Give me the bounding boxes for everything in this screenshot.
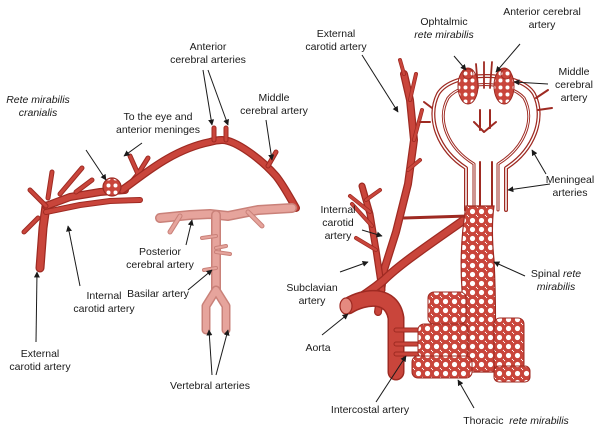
right-arteries [339,58,553,381]
label-subclavian: Subclavian artery [286,282,337,308]
label-right-internal-carotid-line1: Internal [320,204,356,216]
label-left-anterior-cerebral-line2: cerebral arteries [170,54,246,66]
label-spinal-rete-line2: mirabilis [536,281,576,293]
label-aorta: Aorta [305,342,331,354]
label-eye-meninges-line2: anterior meninges [115,124,201,136]
label-spinal-word: Spinal [530,268,561,280]
label-meningeal: Meningeal arteries [546,174,594,200]
label-right-anterior-cerebral-line1: Anterior cerebral [503,6,581,18]
label-spinal-rete-word: rete [563,268,582,280]
ophthalmic-rete-clusters [457,67,515,105]
label-thoracic-rete: Thoracic rete mirabilis [463,415,569,428]
label-eye-meninges: To the eye and anterior meninges [116,111,200,137]
label-left-anterior-cerebral-line1: Anterior [189,41,227,53]
pointer-arrows [33,43,551,409]
label-ophthalmic-line1: Ophtalmic [420,16,468,28]
label-left-anterior-cerebral: Anterior cerebral arteries [170,41,246,67]
label-right-anterior-cerebral: Anterior cerebral artery [503,6,581,32]
label-rete-cranialis-line1: Rete mirabilis [6,94,70,106]
label-left-internal-carotid-line2: carotid artery [73,303,135,315]
label-posterior-cerebral-line1: Posterior [138,246,182,258]
label-right-external-carotid-line2: carotid artery [305,41,367,53]
label-right-external-carotid-line1: External [316,28,356,40]
spinal-rete-column [460,205,497,373]
label-subclavian-line2: artery [298,295,326,307]
label-meningeal-line2: arteries [552,187,588,199]
label-rete-cranialis: Rete mirabilis cranialis [6,94,70,120]
label-posterior-cerebral-line2: cerebral artery [126,259,194,271]
label-left-external-carotid: External carotid artery [9,348,70,374]
label-left-internal-carotid-line1: Internal [86,290,122,302]
label-right-middle-cerebral: Middle cerebral artery [555,66,593,105]
label-spinal-rete-line1: Spinal rete [531,268,581,281]
label-thoracic-rete-words: rete mirabilis [509,415,569,427]
label-ophthalmic-line2: rete mirabilis [414,29,474,41]
label-left-middle-cerebral-line2: cerebral artery [240,105,308,117]
label-meningeal-line1: Meningeal [545,174,595,186]
label-subclavian-line1: Subclavian [286,282,338,294]
label-right-middle-cerebral-line3: artery [560,92,588,104]
label-right-external-carotid: External carotid artery [305,28,366,54]
label-right-internal-carotid: Internal carotid artery [320,204,355,243]
label-left-external-carotid-line1: External [20,348,60,360]
label-spinal-rete: Spinal rete mirabilis [531,268,581,294]
label-right-middle-cerebral-line1: Middle [558,66,590,78]
label-left-middle-cerebral: Middle cerebral artery [240,92,308,118]
label-basilar: Basilar artery [127,288,189,300]
label-right-internal-carotid-line3: artery [324,230,352,242]
label-right-middle-cerebral-line2: cerebral [555,79,593,91]
label-left-internal-carotid: Internal carotid artery [73,290,134,316]
label-posterior-cerebral: Posterior cerebral artery [126,246,194,272]
label-left-external-carotid-line2: carotid artery [9,361,71,373]
label-intercostal: Intercostal artery [330,404,410,416]
thoracic-rete-block [411,291,531,383]
label-vertebral: Vertebral arteries [170,380,250,392]
rete-cranialis-cluster [102,177,122,197]
label-right-anterior-cerebral-line2: artery [528,19,556,31]
label-eye-meninges-line1: To the eye and [123,111,193,123]
left-arteries [21,125,300,335]
label-rete-cranialis-line2: cranialis [18,107,58,119]
label-thoracic-word: Thoracic [463,415,504,427]
label-ophthalmic: Ophtalmic rete mirabilis [414,16,474,42]
label-right-internal-carotid-line2: carotid [322,217,354,229]
label-left-middle-cerebral-line1: Middle [258,92,290,104]
